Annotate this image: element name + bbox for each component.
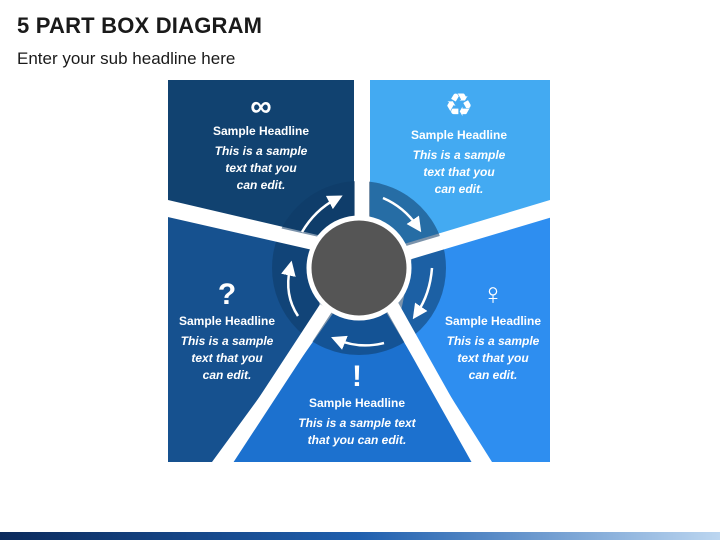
segment-top-left[interactable]: [168, 80, 354, 236]
exclamation-icon: !: [352, 360, 362, 393]
segment-body: This is a sample text that you can edit.: [214, 144, 308, 192]
segment-headline: Sample Headline: [178, 314, 276, 328]
segment-headline: Sample Headline: [308, 396, 406, 410]
segment-headline: Sample Headline: [410, 128, 508, 142]
arrow-bottom: [331, 335, 385, 350]
arrow-top-left: [300, 195, 343, 233]
segment-right-content: ♀ Sample Headline This is a sample text …: [430, 280, 556, 384]
question-icon: ?: [217, 278, 237, 311]
segment-body: This is a sample text that you can edit.: [446, 334, 540, 382]
arrow-top-right: [382, 196, 422, 233]
page-subtitle: Enter your sub headline here: [17, 49, 236, 68]
cycle-arrows: [281, 195, 434, 350]
segment-body: This is a sample text that you can edit.: [180, 334, 274, 382]
segment-bottom[interactable]: [228, 312, 476, 462]
segment-top-left-content: ∞ Sample Headline This is a sample text …: [196, 92, 326, 194]
arrow-right: [412, 267, 434, 320]
center-hub[interactable]: [306, 215, 412, 321]
segment-separators: [158, 70, 561, 474]
arrow-left: [281, 260, 300, 317]
footer-gradient-bar: [0, 532, 720, 540]
segment-body: This is a sample text that you can edit.: [412, 148, 506, 196]
segment-left-content: ? Sample Headline This is a sample text …: [166, 280, 288, 384]
segment-headline: Sample Headline: [212, 124, 310, 138]
page-title: 5 PART BOX DIAGRAM: [17, 13, 263, 38]
segment-bottom-content: ! Sample Headline This is a sample text …: [286, 362, 428, 449]
recycle-icon: ♻: [444, 87, 474, 123]
segment-headline: Sample Headline: [444, 314, 542, 328]
female-icon: ♀: [481, 278, 505, 311]
segment-body: This is a sample text that you can edit.: [298, 416, 416, 447]
segment-top-right-content: ♻ Sample Headline This is a sample text …: [394, 87, 524, 198]
infinity-icon: ∞: [250, 90, 272, 123]
